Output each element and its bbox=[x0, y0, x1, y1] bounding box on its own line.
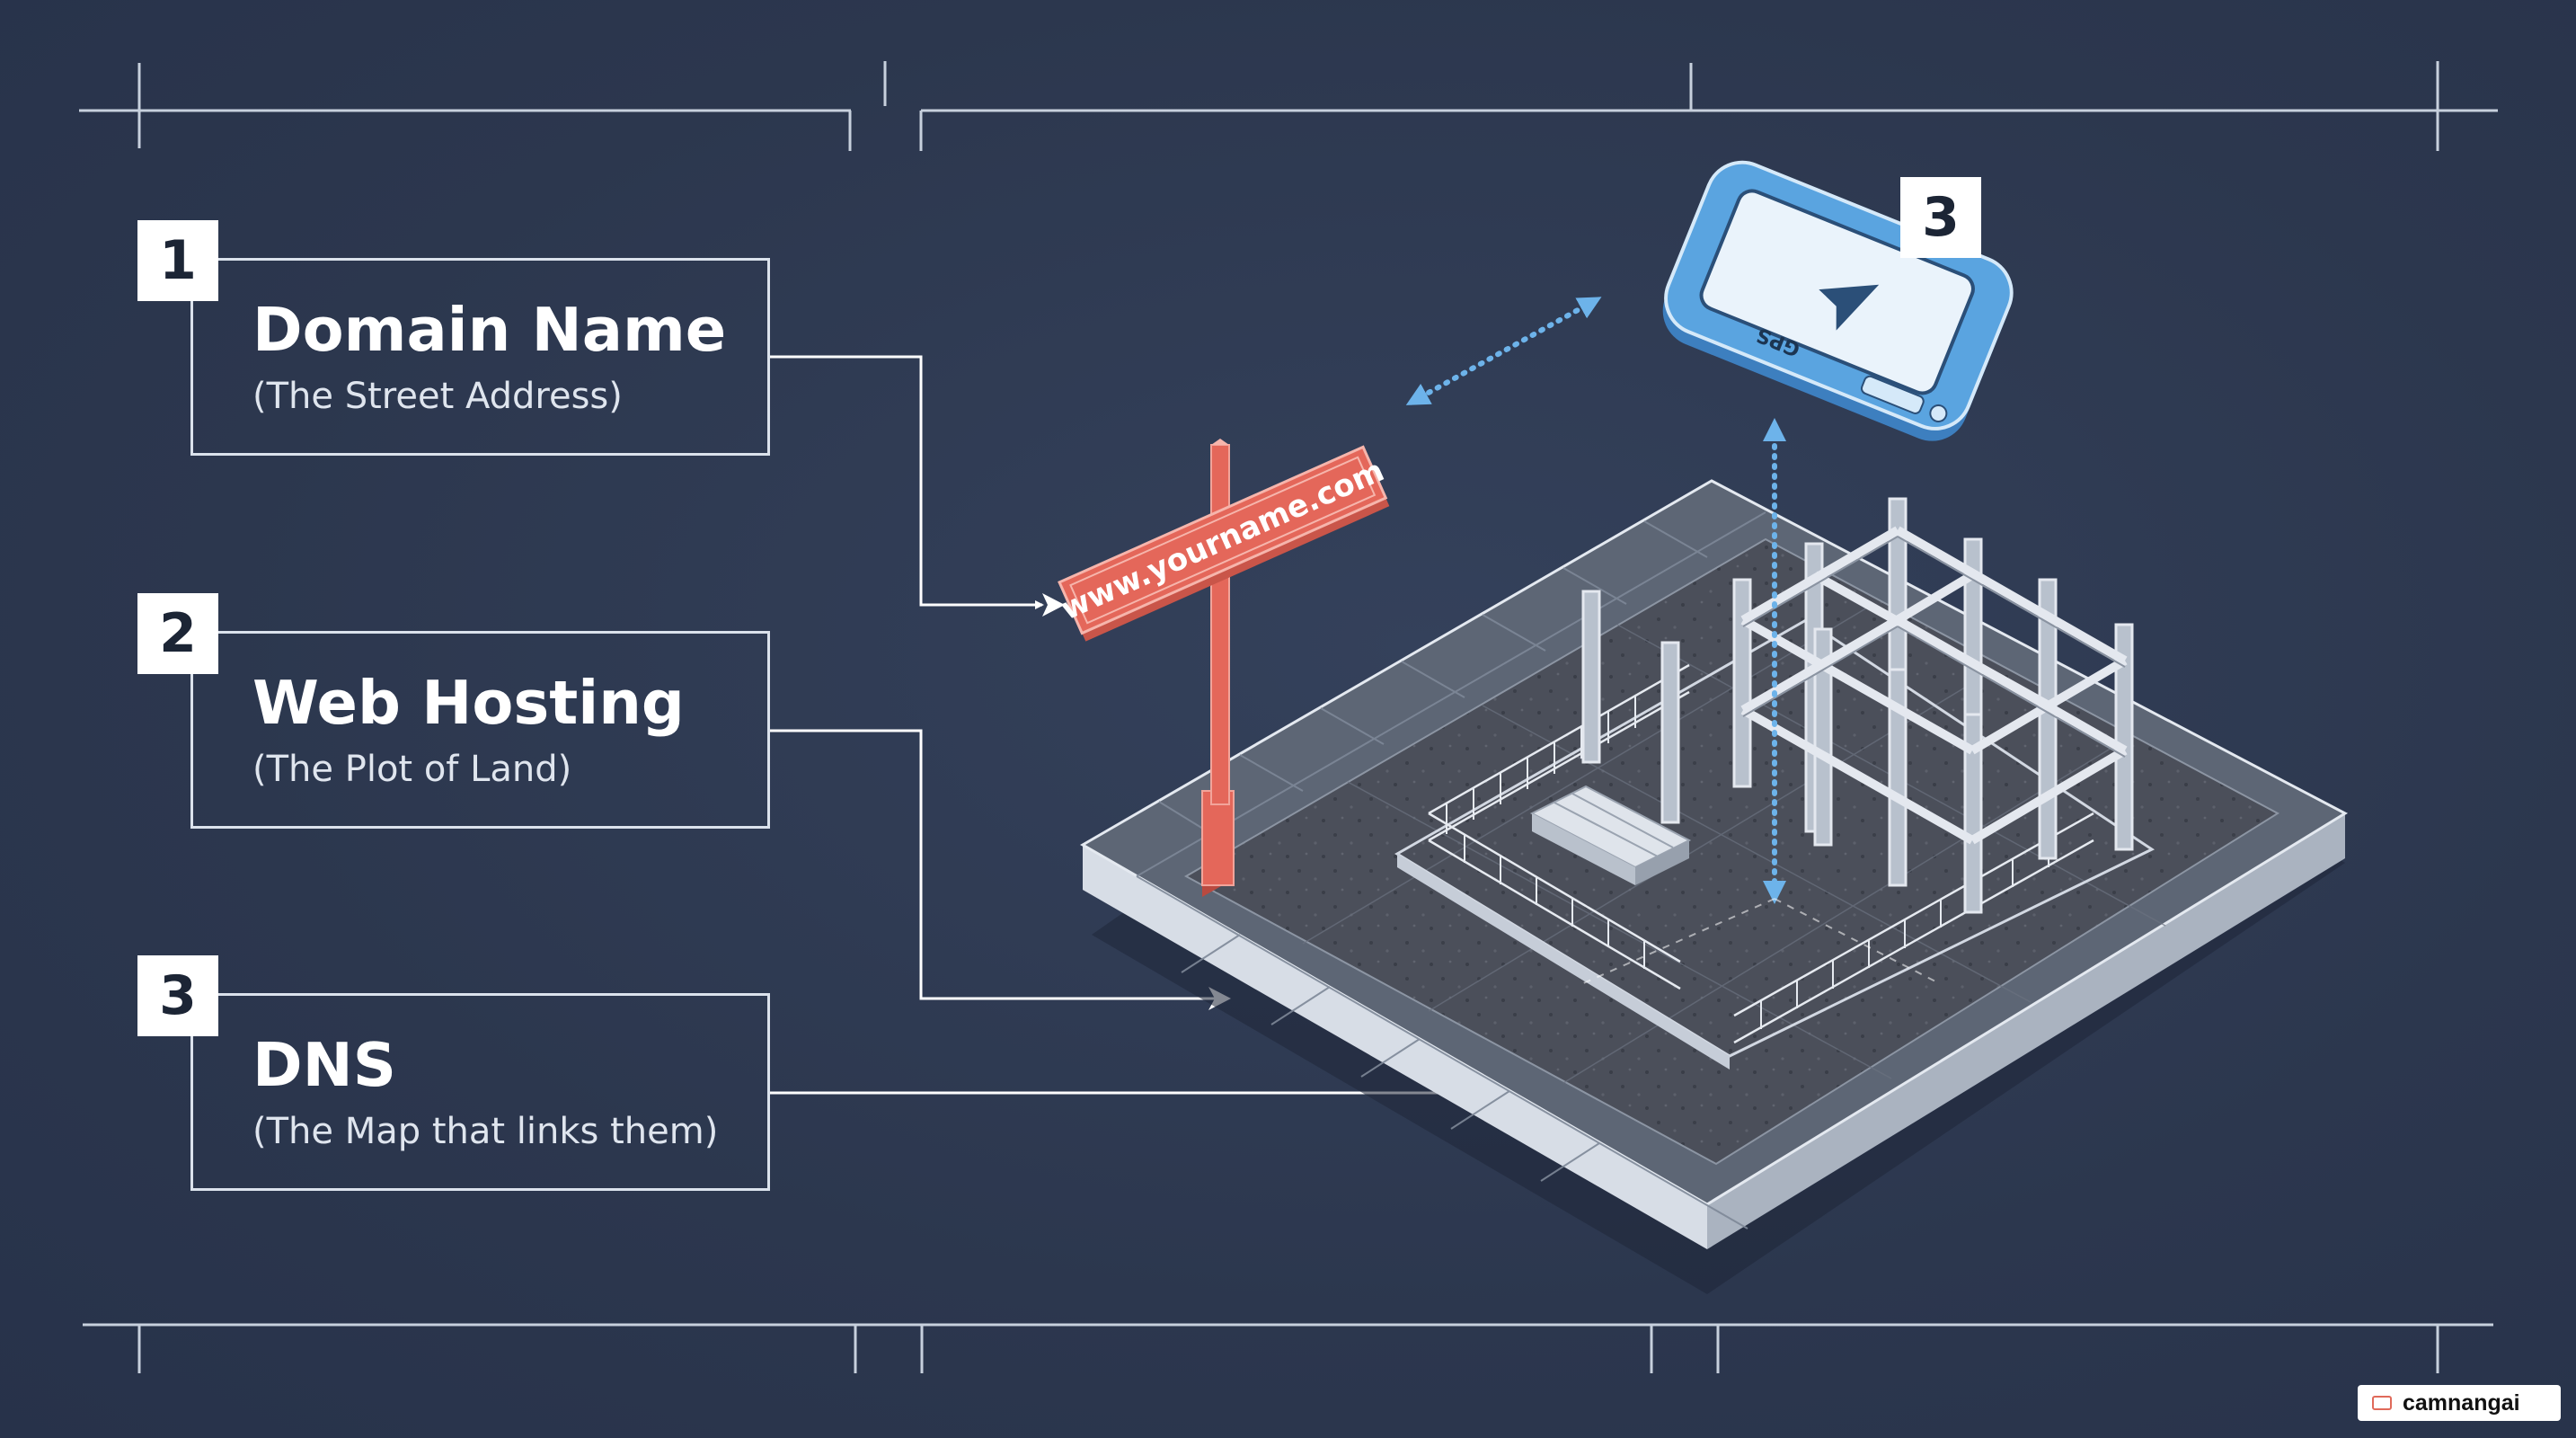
watermark: camnangai bbox=[2358, 1385, 2561, 1421]
watermark-text: camnangai bbox=[2403, 1390, 2520, 1416]
domain-name-subtitle: (The Street Address) bbox=[252, 376, 623, 417]
book-icon bbox=[2372, 1396, 2392, 1410]
gps-badge-3: 3 bbox=[1900, 177, 1981, 258]
frame-lines bbox=[79, 61, 2498, 1373]
arrowhead-sign bbox=[1042, 593, 1065, 617]
lumber-stack bbox=[1529, 785, 1692, 885]
dns-subtitle: (The Map that links them) bbox=[252, 1111, 719, 1152]
web-hosting-card: Web Hosting (The Plot of Land) bbox=[190, 631, 770, 829]
gps-links bbox=[1405, 297, 1786, 904]
domain-name-card: Domain Name (The Street Address) bbox=[190, 258, 770, 456]
plot-of-land bbox=[1079, 479, 2349, 1294]
step-badge-1: 1 bbox=[137, 220, 218, 301]
step-badge-3: 3 bbox=[137, 955, 218, 1036]
dns-title: DNS bbox=[252, 1030, 396, 1100]
fence bbox=[1428, 663, 2094, 1044]
dns-card: DNS (The Map that links them) bbox=[190, 993, 770, 1191]
step-badge-2: 2 bbox=[137, 593, 218, 674]
web-hosting-subtitle: (The Plot of Land) bbox=[252, 749, 572, 790]
domain-name-title: Domain Name bbox=[252, 295, 727, 365]
web-hosting-title: Web Hosting bbox=[252, 668, 685, 738]
gps-device: GPS bbox=[1662, 160, 2014, 441]
steel-frame bbox=[1581, 497, 2134, 914]
